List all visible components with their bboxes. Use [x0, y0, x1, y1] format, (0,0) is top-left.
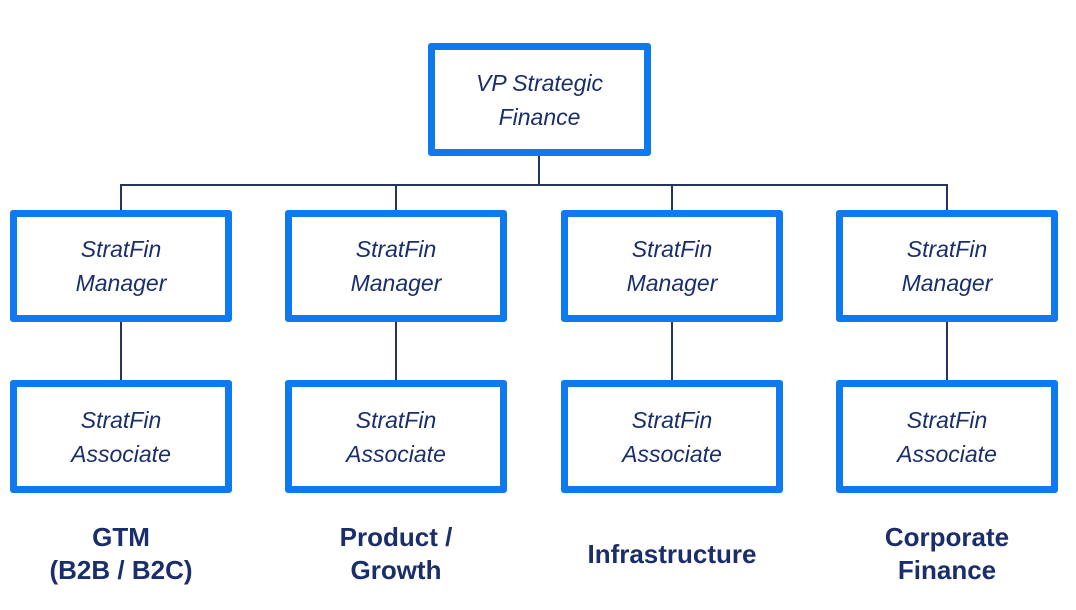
vp-box-label: VP Strategic Finance	[476, 69, 603, 130]
connector-drop-corporate-finance	[946, 184, 948, 210]
associate-box-label: StratFin Associate	[622, 406, 722, 467]
org-box-vp-strategic-finance: VP Strategic Finance	[428, 43, 651, 156]
org-box-associate-product-growth: StratFin Associate	[285, 380, 507, 493]
connector-root-stem	[538, 156, 540, 184]
connector-drop-gtm	[120, 184, 122, 210]
org-box-manager-corporate-finance: StratFin Manager	[836, 210, 1058, 322]
team-label-product-growth: Product / Growth	[339, 522, 453, 585]
team-label-corporate-finance: Corporate Finance	[884, 522, 1010, 585]
manager-box-label: StratFin Manager	[75, 236, 167, 296]
team-label-gtm: GTM (B2B / B2C)	[49, 522, 193, 585]
connector-drop-infrastructure	[671, 184, 673, 210]
connector-manager-associate-infrastructure	[671, 322, 673, 380]
associate-box-label: StratFin Associate	[71, 406, 171, 467]
org-box-associate-gtm: StratFin Associate	[10, 380, 232, 493]
org-box-associate-corporate-finance: StratFin Associate	[836, 380, 1058, 493]
manager-box-label: StratFin Manager	[350, 236, 442, 296]
connector-manager-associate-gtm	[120, 322, 122, 380]
org-box-associate-infrastructure: StratFin Associate	[561, 380, 783, 493]
connector-manager-associate-corporate-finance	[946, 322, 948, 380]
associate-box-label: StratFin Associate	[897, 406, 997, 467]
org-box-manager-product-growth: StratFin Manager	[285, 210, 507, 322]
connector-horizontal-rail	[121, 184, 947, 186]
manager-box-label: StratFin Manager	[626, 236, 718, 296]
org-box-manager-infrastructure: StratFin Manager	[561, 210, 783, 322]
connector-manager-associate-product-growth	[395, 322, 397, 380]
org-box-manager-gtm: StratFin Manager	[10, 210, 232, 322]
team-label-infrastructure: Infrastructure	[587, 538, 757, 569]
associate-box-label: StratFin Associate	[346, 406, 446, 467]
connector-drop-product-growth	[395, 184, 397, 210]
manager-box-label: StratFin Manager	[901, 236, 993, 296]
